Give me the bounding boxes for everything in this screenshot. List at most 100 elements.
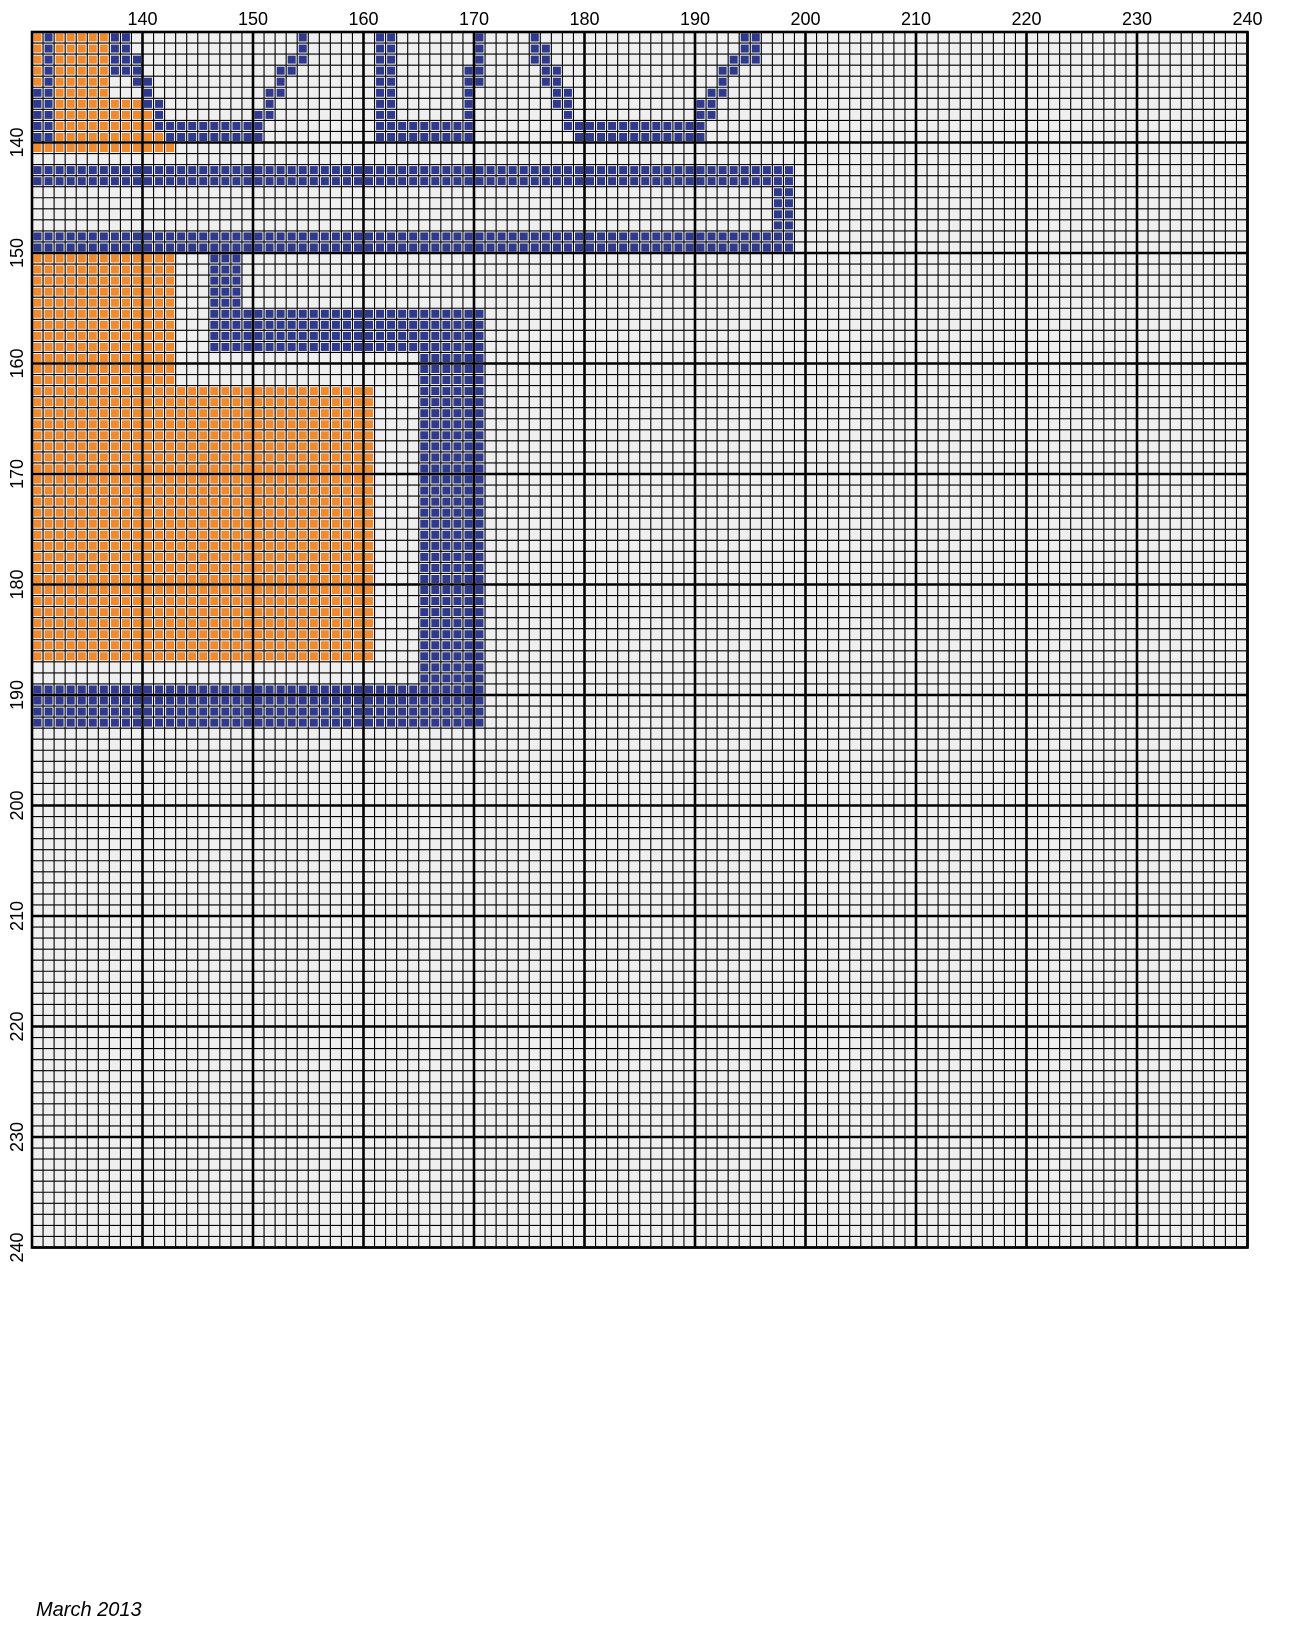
stitch-cell: [155, 365, 164, 374]
stitch-cell: [88, 44, 97, 53]
stitch-cell: [332, 387, 341, 396]
stitch-cell: [232, 420, 241, 429]
stitch-cell: [199, 597, 208, 606]
stitch-cell: [221, 608, 230, 617]
stitch-cell: [442, 376, 451, 385]
stitch-cell: [44, 442, 53, 451]
stitch-cell: [111, 586, 120, 595]
stitch-cell: [420, 674, 429, 683]
stitch-cell: [100, 696, 109, 705]
stitch-cell: [88, 343, 97, 352]
stitch-cell: [387, 100, 396, 109]
stitch-cell: [298, 497, 307, 506]
stitch-cell: [464, 122, 473, 131]
stitch-cell: [232, 343, 241, 352]
stitch-region-navy: [265, 88, 274, 119]
stitch-cell: [409, 685, 418, 694]
stitch-cell: [133, 100, 142, 109]
stitch-cell: [77, 409, 86, 418]
stitch-cell: [321, 575, 330, 584]
stitch-cell: [442, 508, 451, 517]
stitch-cell: [155, 111, 164, 120]
stitch-cell: [442, 575, 451, 584]
stitch-cell: [199, 464, 208, 473]
stitch-cell: [66, 630, 75, 639]
stitch-cell: [641, 122, 650, 131]
stitch-cell: [442, 553, 451, 562]
stitch-cell: [166, 508, 175, 517]
stitch-cell: [464, 718, 473, 727]
stitch-cell: [298, 55, 307, 64]
stitch-cell: [111, 652, 120, 661]
stitch-cell: [431, 508, 440, 517]
stitch-cell: [332, 464, 341, 473]
stitch-cell: [77, 298, 86, 307]
stitch-cell: [77, 33, 86, 42]
stitch-cell: [608, 166, 617, 175]
stitch-cell: [100, 519, 109, 528]
stitch-cell: [55, 88, 64, 97]
y-tick-label-160: 160: [7, 348, 27, 378]
stitch-cell: [133, 398, 142, 407]
stitch-cell: [376, 696, 385, 705]
stitch-cell: [77, 287, 86, 296]
stitch-cell: [420, 619, 429, 628]
stitch-cell: [685, 122, 694, 131]
stitch-cell: [166, 519, 175, 528]
stitch-cell: [365, 685, 374, 694]
stitch-cell: [177, 431, 186, 440]
stitch-cell: [420, 409, 429, 418]
stitch-cell: [343, 243, 352, 252]
stitch-cell: [199, 475, 208, 484]
stitch-cell: [298, 718, 307, 727]
stitch-cell: [122, 398, 131, 407]
stitch-cell: [420, 309, 429, 318]
stitch-cell: [420, 597, 429, 606]
stitch-cell: [287, 66, 296, 75]
stitch-cell: [133, 475, 142, 484]
stitch-cell: [696, 232, 705, 241]
stitch-cell: [387, 88, 396, 97]
stitch-cell: [376, 718, 385, 727]
stitch-region-navy: [144, 77, 153, 108]
stitch-cell: [122, 232, 131, 241]
stitch-cell: [387, 44, 396, 53]
stitch-cell: [144, 321, 153, 330]
stitch-cell: [453, 652, 462, 661]
stitch-cell: [177, 586, 186, 595]
stitch-cell: [133, 276, 142, 285]
stitch-cell: [232, 409, 241, 418]
stitch-cell: [144, 309, 153, 318]
stitch-cell: [122, 685, 131, 694]
stitch-cell: [464, 530, 473, 539]
stitch-cell: [155, 497, 164, 506]
stitch-cell: [354, 453, 363, 462]
stitch-cell: [276, 387, 285, 396]
stitch-cell: [144, 619, 153, 628]
stitch-cell: [33, 586, 42, 595]
stitch-cell: [453, 354, 462, 363]
stitch-cell: [188, 475, 197, 484]
stitch-cell: [66, 144, 75, 153]
stitch-cell: [287, 497, 296, 506]
stitch-cell: [464, 486, 473, 495]
stitch-cell: [177, 442, 186, 451]
stitch-cell: [232, 332, 241, 341]
stitch-cell: [111, 387, 120, 396]
stitch-cell: [464, 343, 473, 352]
stitch-cell: [166, 475, 175, 484]
stitch-cell: [33, 486, 42, 495]
stitch-cell: [707, 111, 716, 120]
stitch-cell: [276, 619, 285, 628]
stitch-cell: [232, 453, 241, 462]
stitch-cell: [431, 575, 440, 584]
stitch-cell: [641, 232, 650, 241]
stitch-cell: [155, 144, 164, 153]
stitch-cell: [243, 409, 252, 418]
stitch-cell: [265, 464, 274, 473]
stitch-cell: [44, 553, 53, 562]
stitch-cell: [376, 122, 385, 131]
y-tick-label-150: 150: [7, 238, 27, 268]
stitch-cell: [55, 553, 64, 562]
